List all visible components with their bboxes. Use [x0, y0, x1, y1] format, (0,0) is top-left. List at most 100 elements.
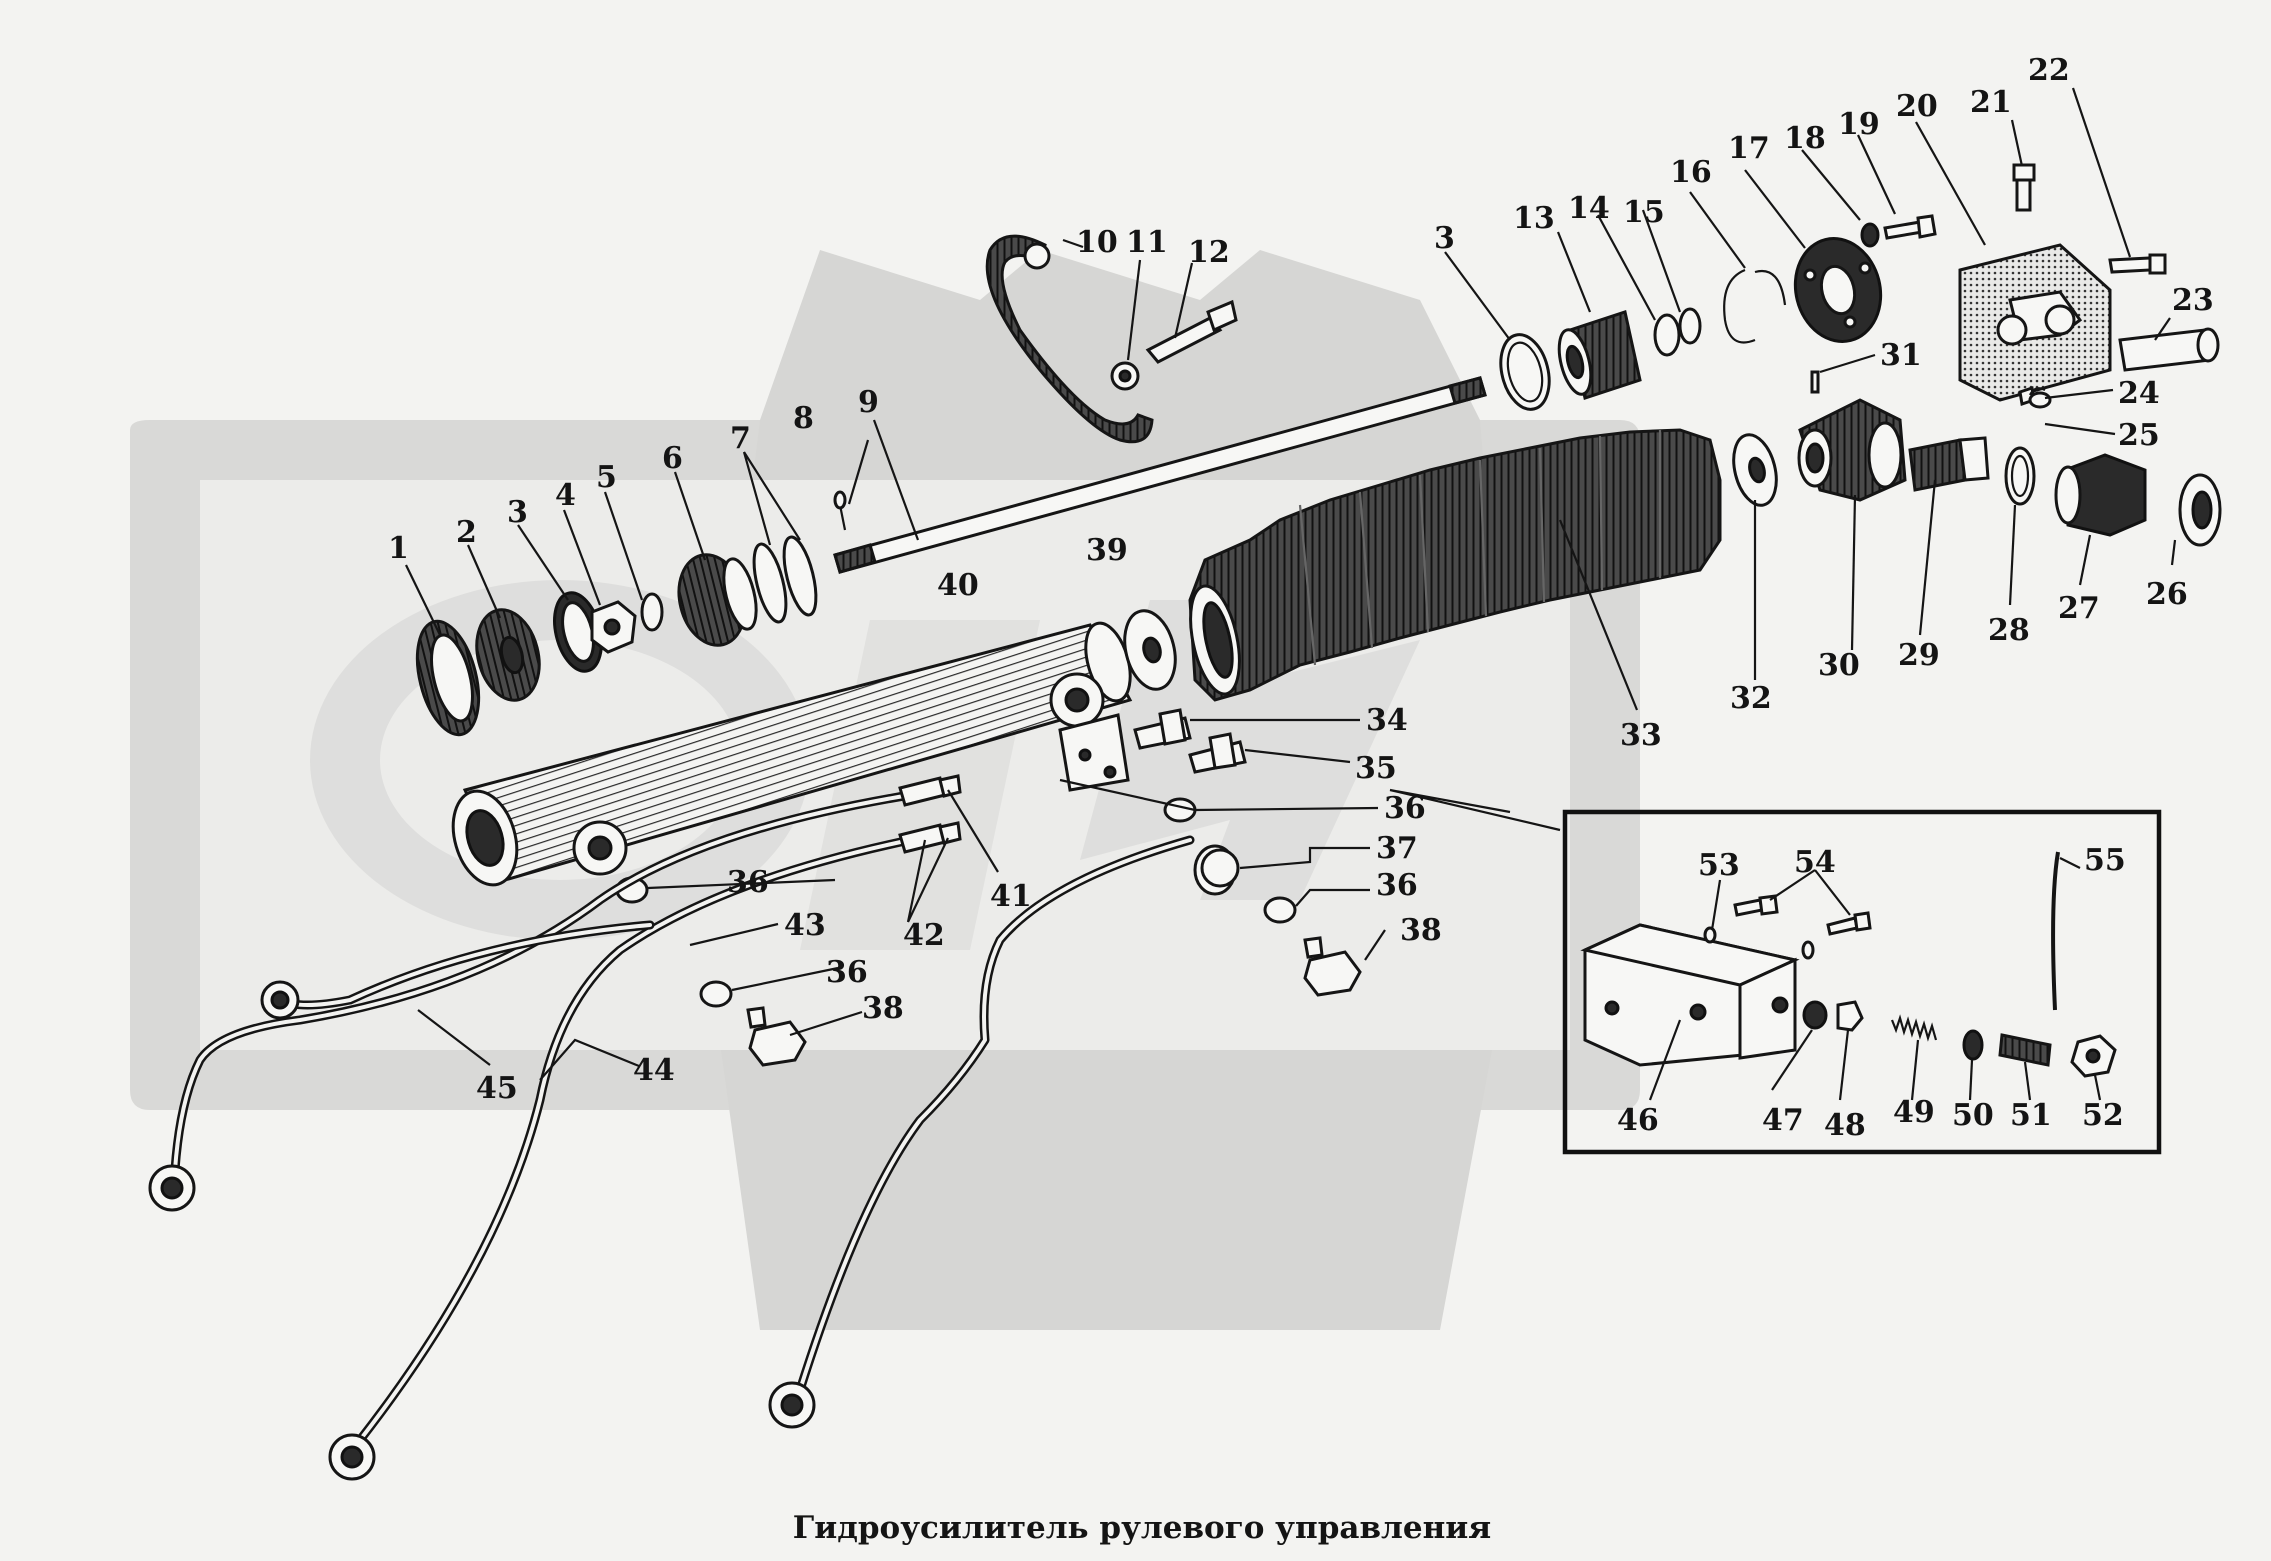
callout-3b: 3 [1434, 221, 1455, 256]
left-parts [415, 490, 847, 737]
part-14 [1653, 313, 1681, 357]
part-24 [2029, 387, 2046, 396]
part-53 [1703, 926, 1717, 944]
callout-32: 32 [1730, 681, 1772, 716]
diagram-caption: Гидроусилитель рулевого управления [793, 1510, 1491, 1546]
rod-9 [833, 376, 1487, 574]
callout-38a: 38 [1400, 913, 1442, 948]
callout-22: 22 [2028, 53, 2070, 88]
callout-20: 20 [1896, 89, 1938, 124]
callout-19: 19 [1838, 107, 1880, 142]
callout-28: 28 [1988, 613, 2030, 648]
part-8 [833, 490, 847, 510]
callout-29: 29 [1898, 638, 1940, 673]
callout-36b: 36 [1376, 868, 1418, 903]
callout-2: 2 [456, 515, 477, 550]
callout-6: 6 [662, 441, 683, 476]
callout-44: 44 [633, 1053, 675, 1088]
callout-14: 14 [1568, 191, 1610, 226]
part-50 [1962, 1029, 1984, 1061]
callout-9: 9 [858, 385, 879, 420]
callout-15: 15 [1623, 195, 1665, 230]
callout-55: 55 [2084, 843, 2126, 878]
callout-34: 34 [1366, 703, 1408, 738]
part-23 [2118, 328, 2212, 372]
part-48 [1836, 1000, 1864, 1032]
callout-48: 48 [1824, 1108, 1866, 1143]
inset-box [1562, 809, 2162, 1155]
part-55 [2051, 851, 2060, 1011]
callout-42: 42 [903, 918, 945, 953]
callout-52: 52 [2082, 1098, 2124, 1133]
callout-18: 18 [1784, 121, 1826, 156]
part-7b [782, 535, 818, 617]
callout-16: 16 [1670, 155, 1712, 190]
callout-13: 13 [1513, 201, 1555, 236]
callout-31: 31 [1880, 338, 1922, 373]
part-51 [1998, 1033, 2052, 1067]
callout-40: 40 [937, 568, 979, 603]
callout-53: 53 [1698, 848, 1740, 883]
callout-10: 10 [1076, 225, 1118, 260]
callout-30: 30 [1818, 648, 1860, 683]
callout-38b: 38 [862, 991, 904, 1026]
callout-36a: 36 [1384, 791, 1426, 826]
callout-37: 37 [1376, 831, 1418, 866]
part-54b [1826, 916, 1859, 936]
part-22 [2108, 256, 2152, 274]
callout-4: 4 [555, 478, 576, 513]
callout-27: 27 [2058, 591, 2100, 626]
callout-43: 43 [784, 908, 826, 943]
callout-12: 12 [1188, 235, 1230, 270]
callout-36c: 36 [727, 865, 769, 900]
leader-lines [405, 87, 2177, 1101]
part-27 [2063, 453, 2147, 537]
callout-21: 21 [1970, 85, 2012, 120]
callout-45: 45 [476, 1071, 518, 1106]
callout-49: 49 [1893, 1095, 1935, 1130]
callout-7: 7 [730, 421, 751, 456]
callout-54: 54 [1794, 845, 1836, 880]
callout-23: 23 [2172, 283, 2214, 318]
callout-labels: 1 2 3 4 5 6 7 8 9 10 11 12 3 13 14 15 16… [388, 53, 2214, 1143]
callout-5: 5 [596, 460, 617, 495]
part-18 [1860, 222, 1880, 248]
callout-36d: 36 [826, 955, 868, 990]
callout-25: 25 [2118, 418, 2160, 453]
fittings [615, 609, 1362, 1067]
callout-24: 24 [2118, 376, 2160, 411]
right-mid-parts [1732, 370, 2222, 547]
tubes [148, 774, 1240, 1481]
callout-41: 41 [990, 879, 1032, 914]
callout-35: 35 [1355, 751, 1397, 786]
part-19 [1883, 220, 1924, 240]
part-38-r [1303, 950, 1362, 997]
boot-33 [1188, 428, 1722, 702]
callout-51: 51 [2010, 1098, 2052, 1133]
part-21 [2015, 176, 2032, 212]
part-38-l [748, 1020, 807, 1067]
part-15 [1678, 307, 1702, 345]
part-36-r2 [1263, 896, 1297, 924]
callout-3: 3 [507, 495, 528, 530]
callout-11: 11 [1126, 225, 1168, 260]
part-49 [1890, 1014, 1938, 1042]
right-top-parts [1499, 163, 2220, 411]
part-29 [1908, 438, 1967, 492]
callout-39: 39 [1086, 533, 1128, 568]
callout-1: 1 [388, 531, 409, 566]
callout-50: 50 [1952, 1098, 1994, 1133]
callout-46: 46 [1617, 1103, 1659, 1138]
clamp-10 [985, 234, 1238, 444]
part-12 [1145, 316, 1223, 364]
callout-33: 33 [1620, 718, 1662, 753]
part-28 [2004, 446, 2036, 506]
part-31 [1810, 370, 1820, 394]
callout-8: 8 [793, 401, 814, 436]
part-5 [640, 592, 664, 632]
part-36-l2 [699, 980, 733, 1008]
cylinder-40 [451, 621, 1133, 887]
callout-26: 26 [2146, 577, 2188, 612]
part-7a [752, 542, 788, 624]
